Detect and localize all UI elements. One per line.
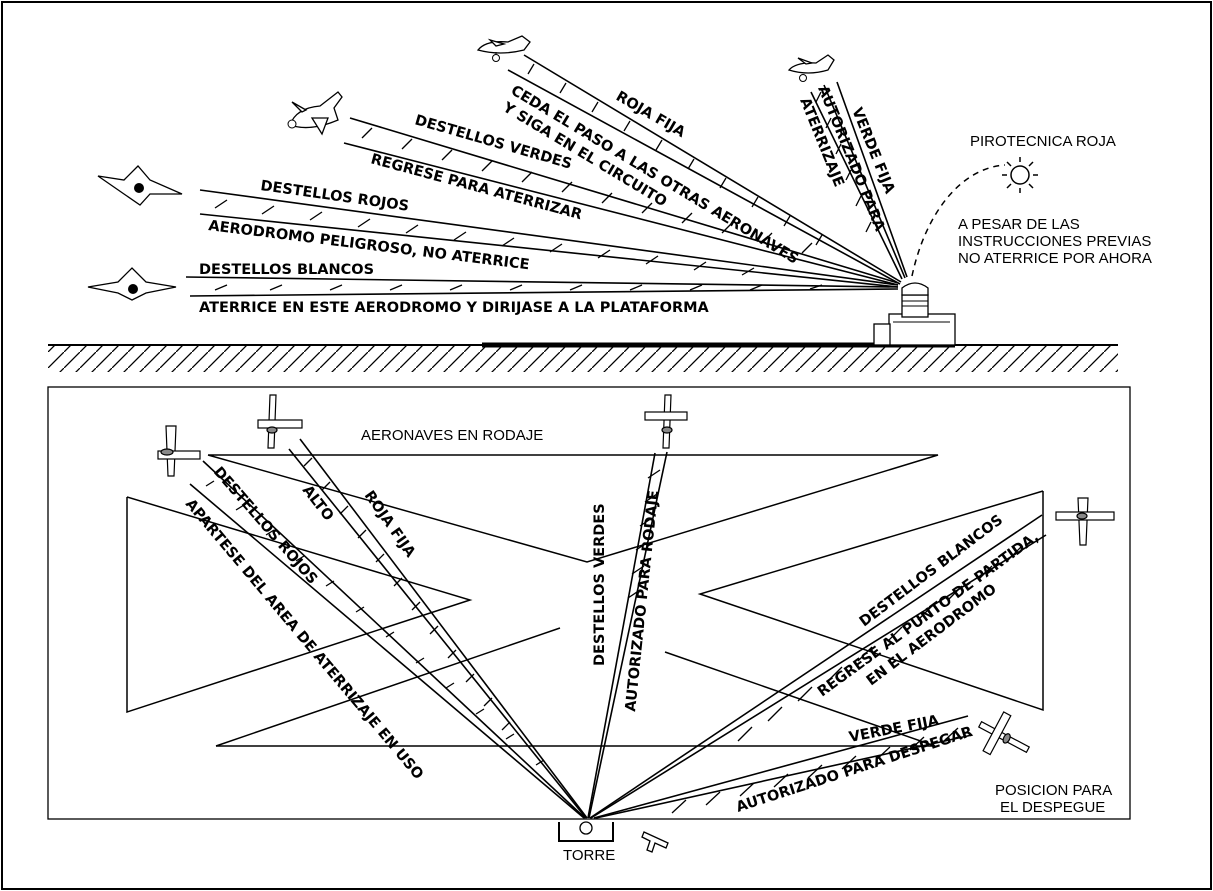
taxiway-outlines	[126, 454, 1044, 747]
aircraft-front-white-icon	[87, 267, 177, 301]
air-label-pesar-2: INSTRUCCIONES PREVIAS	[958, 233, 1151, 250]
beam-roja-fija-lower	[507, 69, 901, 285]
ground-control-tower	[558, 821, 669, 853]
ground-section: AERONAVES EN RODAJE DESTELLOS ROJOS APAR…	[47, 386, 1131, 864]
beam-destellos-rojos-lower	[199, 213, 899, 288]
beam-destellos-verdes-upper	[349, 117, 899, 284]
aircraft-top-takeoff-icon	[977, 711, 1031, 756]
air-label-destellos-rojos: DESTELLOS ROJOS	[259, 178, 409, 215]
ground-beams	[189, 438, 1047, 819]
air-label-pesar-1: A PESAR DE LAS	[958, 216, 1080, 233]
aircraft-side-green-icon	[287, 91, 343, 136]
aircraft-top-green-icon	[644, 394, 688, 449]
ground-label-regrese-1: REGRESE AL PUNTO DE PARTIDA,	[815, 529, 1042, 700]
aircraft-side-red-icon	[476, 35, 531, 62]
ground-label-posicion-2: EL DESPEGUE	[1000, 799, 1105, 816]
landing-tee-icon	[641, 831, 669, 853]
air-label-pesar-3: NO ATERRICE POR AHORA	[958, 250, 1152, 267]
ground-label-posicion-1: POSICION PARA	[995, 782, 1112, 799]
aircraft-top-stop-icon	[257, 394, 303, 449]
air-hatching	[214, 63, 872, 291]
aircraft-top-white-icon	[1055, 497, 1115, 546]
beam-verde-fija-upper	[823, 84, 906, 279]
air-control-tower	[873, 282, 956, 346]
air-label-aterrice: ATERRICE EN ESTE AERODROMO Y DIRIJASE A …	[199, 300, 710, 316]
ground-hatch	[48, 346, 1118, 372]
beam-destellos-verdes-lower	[343, 142, 899, 286]
ground-hatching	[205, 457, 1023, 814]
beam-roja-fija-upper	[523, 54, 902, 283]
air-label-destellos-blancos: DESTELLOS BLANCOS	[199, 262, 374, 278]
beam-destellos-blancos-upper	[185, 276, 899, 288]
beam-destellos-blancos-lower	[189, 288, 899, 297]
air-label-pirotecnica: PIROTECNICA ROJA	[970, 133, 1116, 150]
red-flare-icon	[1002, 157, 1038, 193]
ground-label-destellos-verdes: DESTELLOS VERDES	[592, 503, 608, 666]
ground-label-torre: TORRE	[563, 847, 615, 864]
aircraft-side-green-steady-icon	[787, 54, 835, 82]
ground-label-apartese: APARTESE DEL AREA DE ATERRIZAJE EN USO	[182, 496, 426, 782]
aircraft-top-red-icon	[157, 425, 201, 477]
aerodrome-boundary	[47, 386, 1131, 820]
aircraft-front-red-icon	[97, 165, 183, 206]
ground-label-aeronaves-rodaje: AERONAVES EN RODAJE	[361, 427, 543, 444]
beam-verde-fija-lower	[810, 91, 903, 280]
air-beams	[185, 54, 908, 297]
air-section: DESTELLOS BLANCOS ATERRICE EN ESTE AEROD…	[48, 35, 1152, 372]
beam-destellos-rojos-upper	[199, 189, 899, 286]
beam-verde-fija-edge	[836, 81, 908, 278]
ground-label-autorizado-rodaje: AUTORIZADO PARA RODAJE	[623, 489, 662, 712]
